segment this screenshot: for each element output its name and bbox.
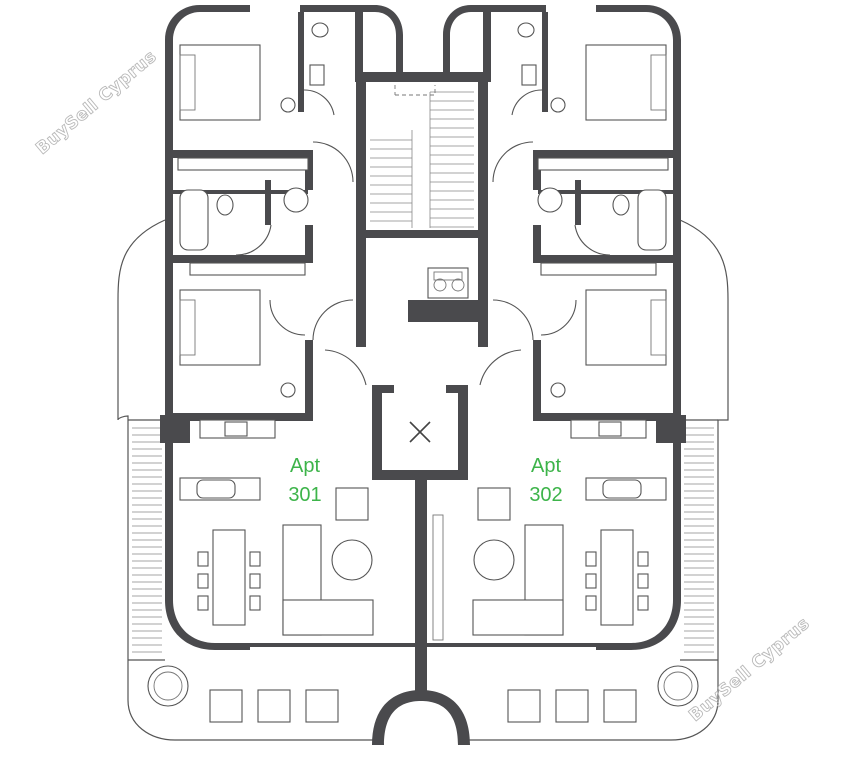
kitchen-sink (196, 479, 236, 499)
wardrobe (537, 157, 669, 171)
stair-icon (370, 85, 474, 228)
bed-left-bottom (179, 289, 261, 366)
apt-301-label: Apt 301 (288, 455, 321, 506)
lift-cross-icon (409, 421, 431, 443)
apt-301-line1: Apt (290, 455, 320, 477)
bed-right-top (585, 44, 667, 121)
coffee-table (331, 539, 373, 581)
bed-right-bottom (585, 289, 667, 366)
apt-301-number: 301 (288, 484, 321, 506)
wheelchair-icon (427, 267, 469, 299)
terrace-right-hatch (684, 427, 714, 653)
watermark-bottom-right: BuySell Cyprus (685, 614, 813, 726)
dining-table (212, 529, 246, 626)
doors (235, 89, 611, 386)
wardrobe (540, 262, 657, 276)
apt-302-line1: Apt (531, 455, 561, 477)
kitchen-sink (602, 479, 642, 499)
wardrobe (177, 157, 309, 171)
toilet (216, 194, 234, 216)
toilet (311, 22, 329, 38)
right-unit-furniture (472, 22, 669, 636)
coffee-table (473, 539, 515, 581)
toilet (517, 22, 535, 38)
wardrobe (189, 262, 306, 276)
bathtub (179, 189, 209, 251)
terrace-left-hatch (132, 427, 162, 653)
left-unit-furniture (177, 22, 374, 636)
apt-302-number: 302 (529, 484, 562, 506)
terrace-furniture (147, 514, 699, 723)
toilet (612, 194, 630, 216)
walls (160, 5, 686, 745)
dining-table (600, 529, 634, 626)
sink (309, 64, 325, 86)
bathtub (637, 189, 667, 251)
terrace-outline (117, 219, 729, 741)
apt-302-label: Apt 302 (529, 455, 562, 506)
bed-left-top (179, 44, 261, 121)
sink (521, 64, 537, 86)
watermark-top-left: BuySell Cyprus (32, 47, 160, 159)
